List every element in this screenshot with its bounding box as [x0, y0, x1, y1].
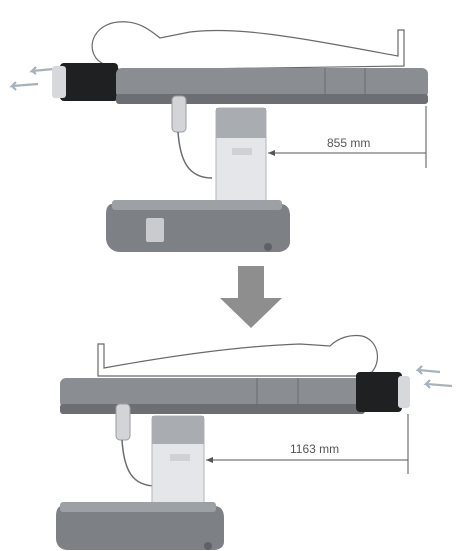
motion-arrow-icon: [423, 379, 453, 389]
headrest-bar: [398, 376, 410, 408]
bottom-panel: 1163 mm: [56, 334, 453, 550]
column-head: [152, 416, 204, 444]
dimension-855: 855 mm: [268, 106, 427, 168]
column-label: [170, 454, 190, 461]
table-top-rail: [60, 404, 365, 414]
hand-control-pendant: [115, 403, 131, 441]
table-base: [56, 506, 224, 550]
headrest-bar: [52, 66, 66, 98]
base-top: [60, 502, 216, 512]
slide-left-arrows: [9, 66, 55, 91]
top-panel: 855 mm: [9, 21, 428, 252]
dimension-arrow-icon: [268, 150, 275, 156]
headrest: [356, 372, 402, 412]
dimension-arrow-icon: [206, 457, 213, 463]
slide-left-arrows: [415, 365, 453, 389]
table-top: [60, 378, 365, 408]
motion-arrow-icon: [29, 66, 55, 75]
dimension-label: 1163 mm: [290, 442, 339, 456]
headrest: [60, 63, 118, 101]
dimension-label: 855 mm: [327, 136, 370, 150]
motion-arrow-icon: [415, 365, 441, 375]
motion-arrow-icon: [9, 81, 39, 91]
dimension-1163: 1163 mm: [206, 414, 409, 474]
down-arrow-icon: [220, 266, 282, 328]
patient-outline: [91, 21, 405, 71]
table-top-rail: [116, 94, 428, 104]
pendant-cable: [121, 439, 157, 487]
base-wheel: [204, 542, 212, 550]
base-top: [112, 200, 282, 210]
table-top: [116, 68, 428, 98]
base-handle: [146, 218, 164, 242]
table-base: [106, 204, 290, 252]
base-wheel: [264, 243, 272, 251]
column-head: [216, 108, 266, 138]
hand-control-pendant: [171, 95, 187, 133]
patient-outline: [97, 334, 379, 377]
column-label: [232, 148, 252, 155]
transition-arrow: [220, 266, 282, 328]
pendant-cable: [177, 131, 213, 179]
